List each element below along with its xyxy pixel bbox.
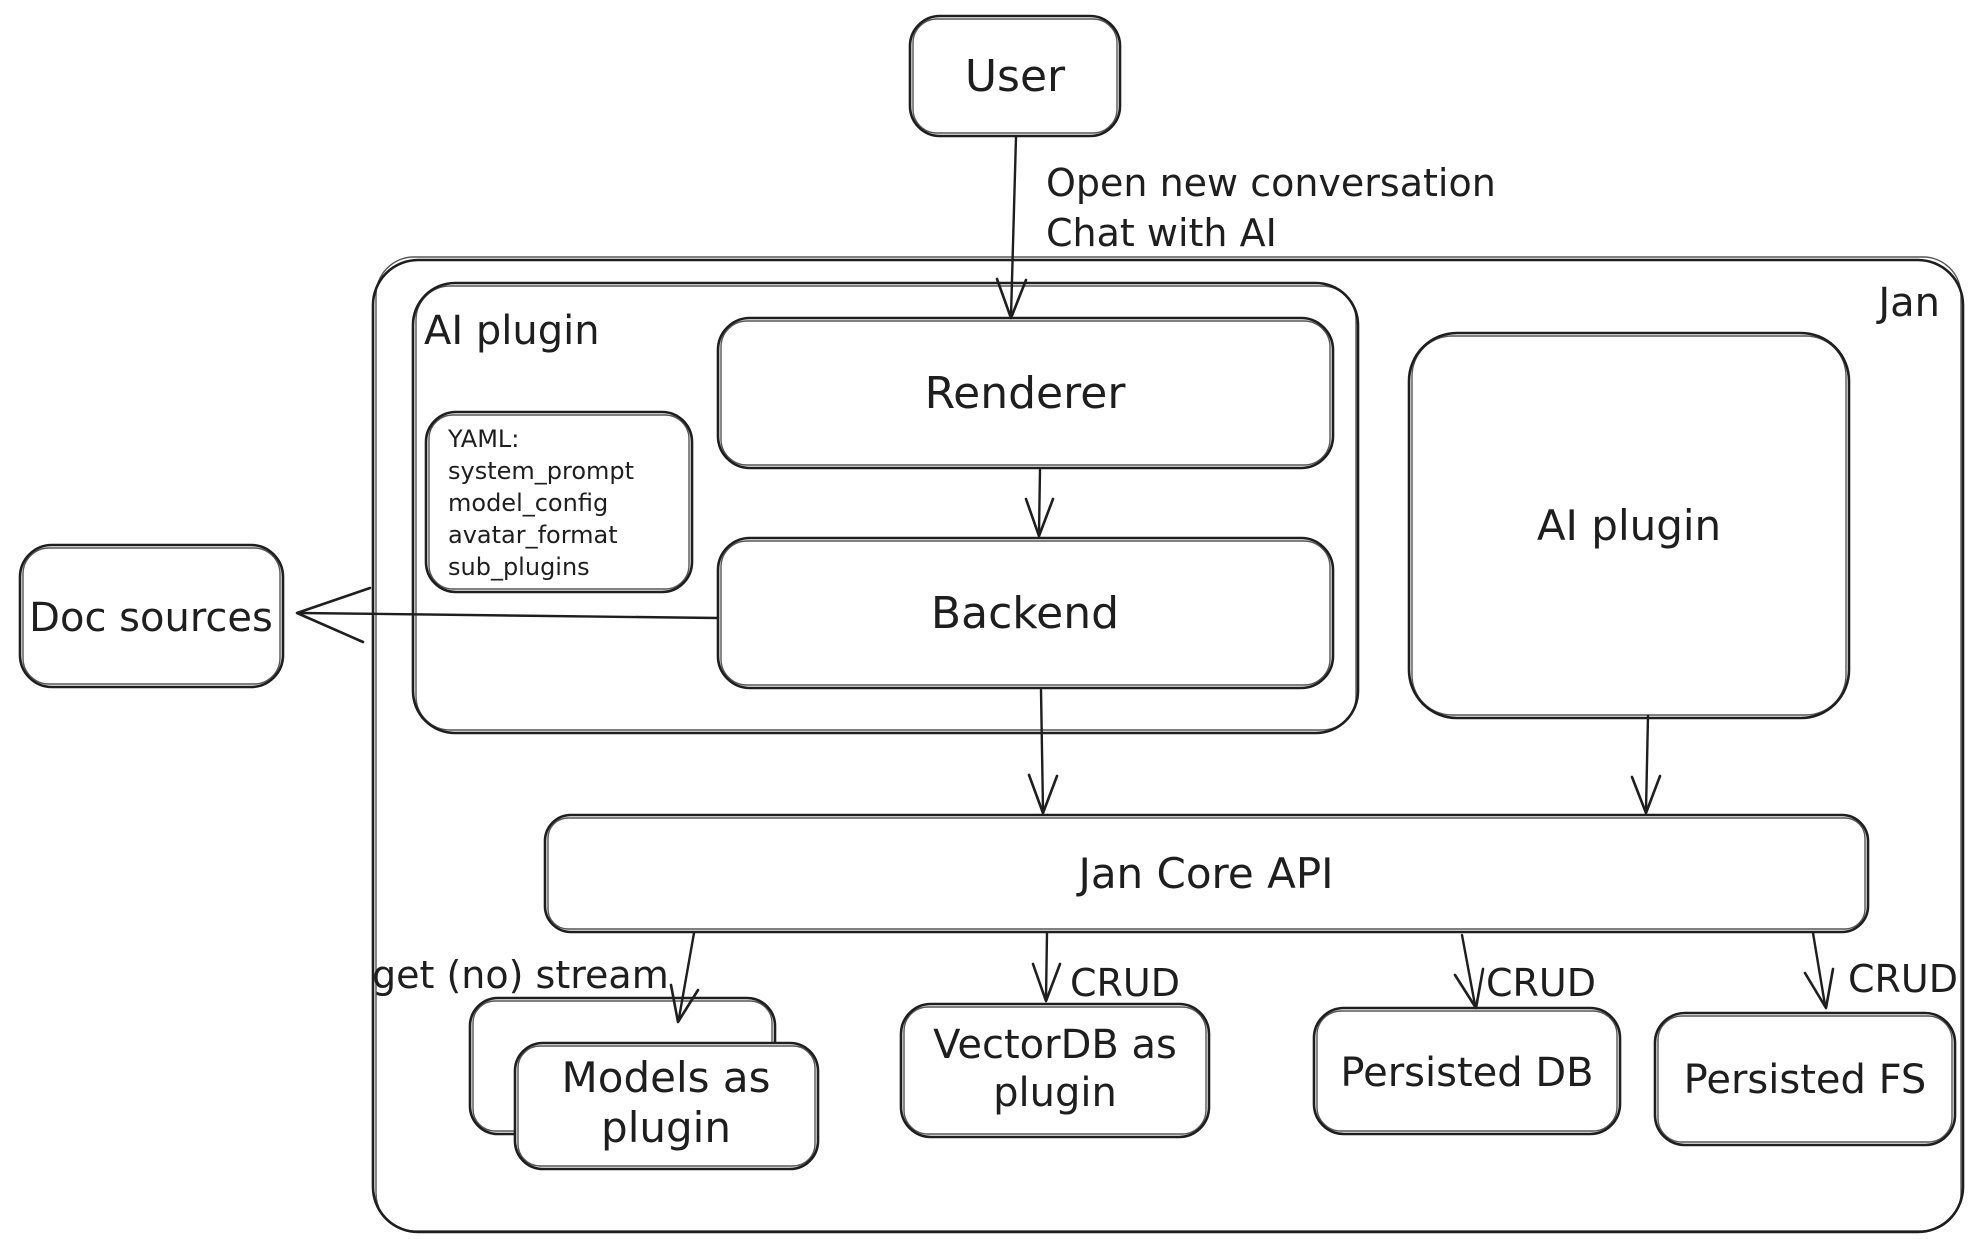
arrow-renderer-to-backend (1024, 468, 1055, 538)
renderer-label: Renderer (925, 368, 1127, 419)
ai-plugin-label: AI plugin (1537, 501, 1721, 550)
ai-plugin-node: AI plugin (1407, 331, 1851, 720)
arrow-jan-core-api-to-models: get (no) stream (372, 931, 700, 1024)
arrow-jan-core-api-to-persisted-db: CRUD (1453, 933, 1596, 1010)
yaml-line: model_config (448, 489, 608, 517)
arrow-backend-to-doc-sources (295, 586, 720, 644)
edge-label: Chat with AI (1046, 211, 1277, 255)
arrow-backend-to-jan-core-api (1027, 688, 1059, 815)
models-as-plugin-label: plugin (601, 1103, 731, 1152)
jan-core-api-node: Jan Core API (543, 813, 1870, 934)
ai-plugin-container-label: AI plugin (424, 308, 600, 354)
doc-sources-node: Doc sources (18, 543, 285, 689)
persisted-fs-label: Persisted FS (1684, 1057, 1927, 1103)
doc-sources-label: Doc sources (29, 595, 273, 641)
user-label: User (965, 51, 1066, 102)
vectordb-label: plugin (993, 1070, 1117, 1116)
vectordb-node: VectorDB as plugin (899, 1002, 1211, 1139)
backend-label: Backend (931, 588, 1119, 639)
edge-label: CRUD (1848, 957, 1958, 1001)
persisted-db-node: Persisted DB (1312, 1006, 1622, 1136)
yaml-line: avatar_format (448, 521, 618, 549)
renderer-node: Renderer (716, 316, 1335, 470)
edge-label: CRUD (1070, 961, 1180, 1005)
arrow-jan-core-api-to-vectordb: CRUD (1031, 931, 1180, 1005)
models-as-plugin-label: Models as (562, 1053, 771, 1102)
jan-container-label: Jan (1875, 280, 1940, 326)
yaml-line: YAML: (447, 425, 519, 453)
edge-label: get (no) stream (372, 953, 669, 997)
user-node: User (908, 14, 1122, 138)
models-as-plugin-node: Models as plugin (468, 996, 820, 1171)
backend-node: Backend (716, 536, 1335, 690)
yaml-line: sub_plugins (448, 553, 590, 581)
yaml-line: system_prompt (448, 457, 634, 485)
persisted-fs-node: Persisted FS (1653, 1011, 1957, 1147)
arrow-user-to-renderer: Open new conversation Chat with AI (995, 135, 1496, 320)
arrow-ai-plugin-to-jan-core-api (1630, 714, 1662, 815)
persisted-db-label: Persisted DB (1340, 1050, 1593, 1096)
yaml-note: YAML: system_prompt model_config avatar_… (424, 410, 694, 594)
edge-label: Open new conversation (1046, 161, 1496, 205)
jan-core-api-label: Jan Core API (1075, 849, 1333, 898)
edge-label: CRUD (1486, 961, 1596, 1005)
arrow-jan-core-api-to-persisted-fs: CRUD (1803, 931, 1958, 1010)
vectordb-label: VectorDB as (933, 1022, 1177, 1068)
